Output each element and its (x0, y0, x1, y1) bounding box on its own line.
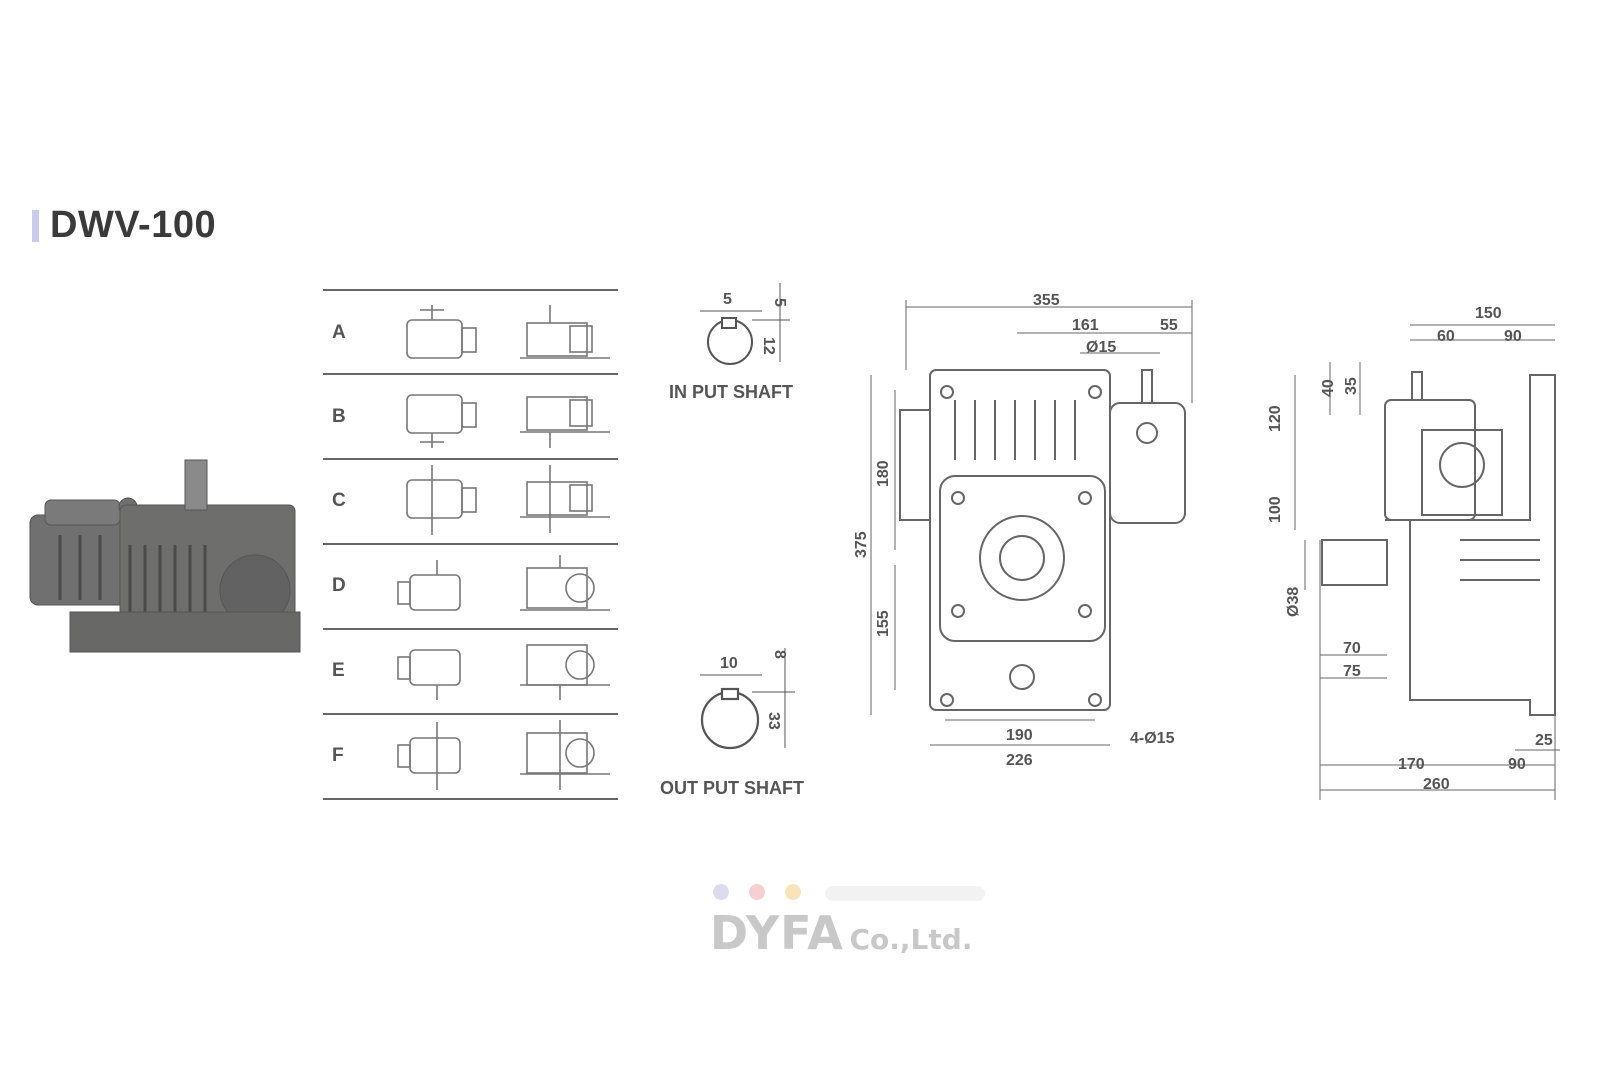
input-dim-3: 12 (760, 337, 777, 355)
mounting-row-labels: A B C D E F (332, 322, 346, 766)
side-view-drawing (1294, 324, 1560, 800)
input-dim-1: 5 (723, 291, 732, 308)
row-label-e: E (332, 660, 345, 681)
row-label-d: D (332, 575, 346, 596)
side-dim-75: 75 (1343, 663, 1361, 680)
side-dim-90-top: 90 (1504, 328, 1522, 345)
output-shaft-drawing (700, 648, 795, 750)
brand-suffix: Co.,Ltd. (849, 923, 973, 956)
mounting-icon-f (397, 720, 610, 790)
side-dim-90-bottom: 90 (1508, 756, 1526, 773)
side-dim-35: 35 (1343, 377, 1360, 395)
mounting-table (323, 289, 618, 800)
row-label-c: C (332, 490, 346, 511)
side-dim-100: 100 (1267, 496, 1284, 523)
front-dim-355: 355 (1033, 292, 1060, 309)
mounting-icon-b (406, 394, 610, 448)
front-dim-190: 190 (1006, 727, 1033, 744)
side-dim-150: 150 (1475, 305, 1502, 322)
front-dim-4-phi15: 4-Ø15 (1130, 730, 1175, 747)
front-dim-155: 155 (875, 610, 892, 637)
brand-dot-1 (713, 884, 729, 900)
title-accent-bar (32, 210, 39, 242)
output-dim-3: 33 (765, 712, 782, 730)
side-dim-40: 40 (1320, 379, 1337, 397)
input-dim-2: 5 (771, 298, 788, 307)
mounting-icon-e (397, 644, 610, 700)
input-shaft-label: IN PUT SHAFT (669, 382, 793, 402)
brand-name: DYFA (710, 906, 844, 960)
side-dim-25: 25 (1535, 732, 1553, 749)
side-dim-70: 70 (1343, 640, 1361, 657)
row-label-a: A (332, 322, 346, 343)
side-dim-170: 170 (1398, 756, 1425, 773)
front-dim-226: 226 (1006, 752, 1033, 769)
front-dim-180: 180 (875, 460, 892, 487)
brand-dot-3 (785, 884, 801, 900)
front-view-drawing (870, 300, 1193, 746)
mounting-icons (397, 305, 610, 790)
product-photo (29, 459, 301, 653)
mounting-icon-d (397, 555, 610, 611)
brand-logo: DYFA Co.,Ltd. (710, 906, 972, 960)
mounting-icon-a (406, 305, 610, 359)
brand-bar (825, 886, 985, 901)
output-dim-1: 10 (720, 655, 738, 672)
front-dim-phi15: Ø15 (1086, 339, 1116, 356)
brand-dot-2 (749, 884, 765, 900)
row-label-b: B (332, 406, 346, 427)
side-dim-phi38: Ø38 (1285, 587, 1302, 617)
front-dim-161: 161 (1072, 317, 1099, 334)
output-dim-2: 8 (771, 650, 788, 659)
front-dim-55: 55 (1160, 317, 1178, 334)
front-dim-375: 375 (853, 531, 870, 558)
row-label-f: F (332, 745, 344, 766)
model-title: DWV-100 (50, 204, 217, 246)
output-shaft-label: OUT PUT SHAFT (660, 778, 804, 798)
input-shaft-drawing (700, 283, 790, 365)
side-dim-260: 260 (1423, 776, 1450, 793)
side-dim-60: 60 (1437, 328, 1455, 345)
side-dim-120: 120 (1267, 405, 1284, 432)
mounting-icon-c (406, 465, 610, 535)
